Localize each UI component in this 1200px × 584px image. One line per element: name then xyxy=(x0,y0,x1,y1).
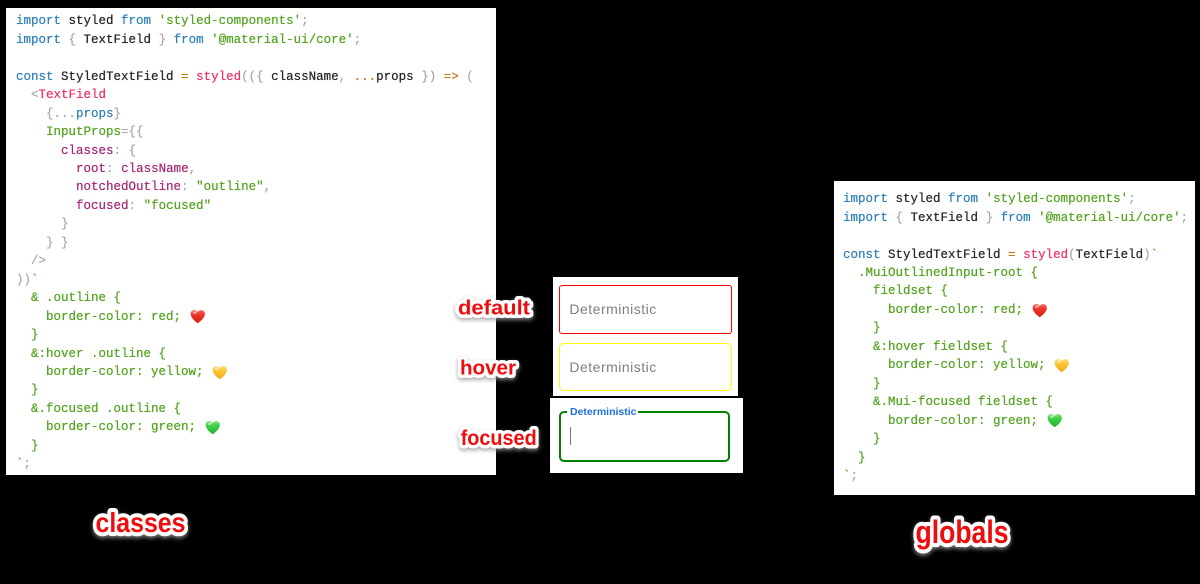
svg-text:globals: globals xyxy=(916,514,1009,550)
svg-text:classes: classes xyxy=(96,507,186,538)
svg-text:focused: focused xyxy=(461,426,537,450)
svg-text:default: default xyxy=(458,297,530,320)
svg-text:hover: hover xyxy=(460,357,516,380)
